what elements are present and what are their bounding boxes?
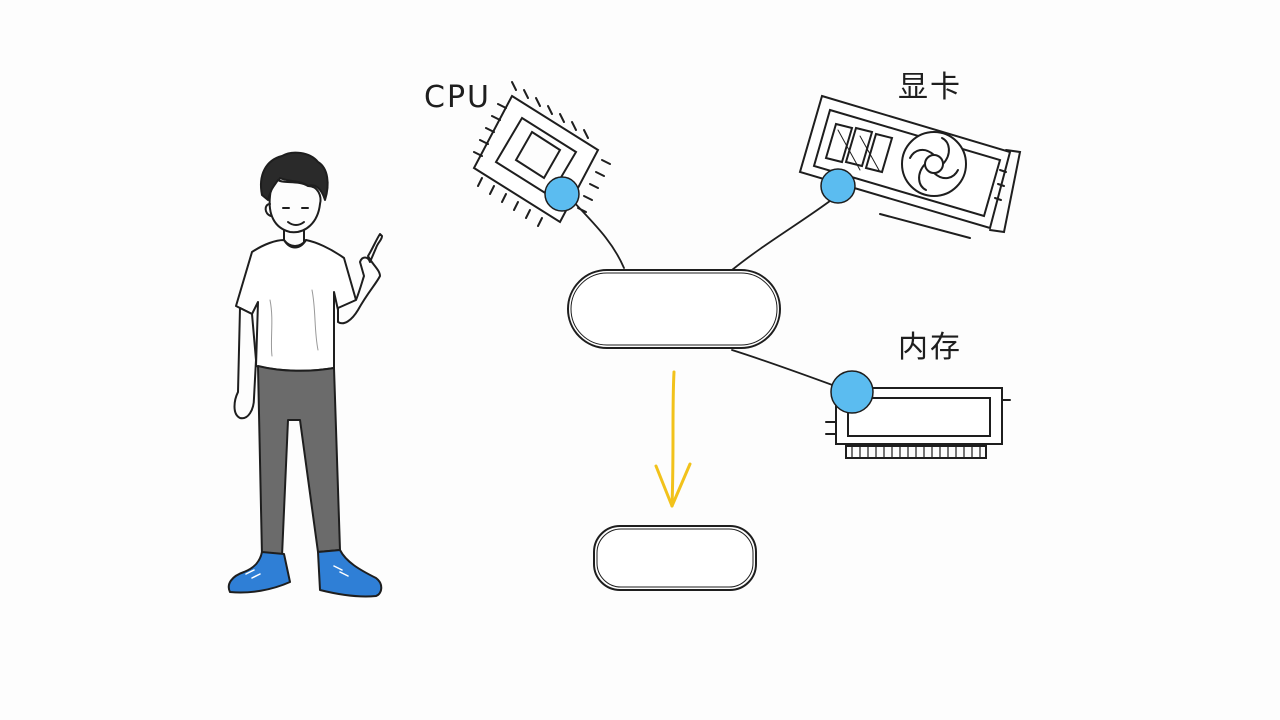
graphics-card-icon [798,94,1022,239]
pants [257,365,341,557]
line-cpu-hub [571,199,625,269]
face [268,179,322,234]
gpu-label: 显卡 [898,70,962,105]
mouth [287,221,305,226]
cpu-chip-icon [472,81,611,227]
node-gpu [820,168,856,204]
hair [260,151,329,201]
line-mem-hub [731,349,847,391]
down-arrow-icon [654,370,692,508]
left-arm [233,307,257,420]
output-pill [593,525,757,591]
node-memory [830,370,874,414]
cpu-label: CPU [424,80,491,115]
connection-nodes [544,168,874,414]
central-hub-pill [567,269,781,349]
person-figure [227,151,383,598]
right-arm-pointing [337,233,383,325]
node-cpu [544,176,580,212]
memory-stick-icon [825,387,1011,459]
line-gpu-hub [731,197,835,271]
right-shoe [317,549,383,598]
left-shoe [227,551,291,594]
ear [264,203,272,217]
memory-label: 内存 [898,330,962,365]
